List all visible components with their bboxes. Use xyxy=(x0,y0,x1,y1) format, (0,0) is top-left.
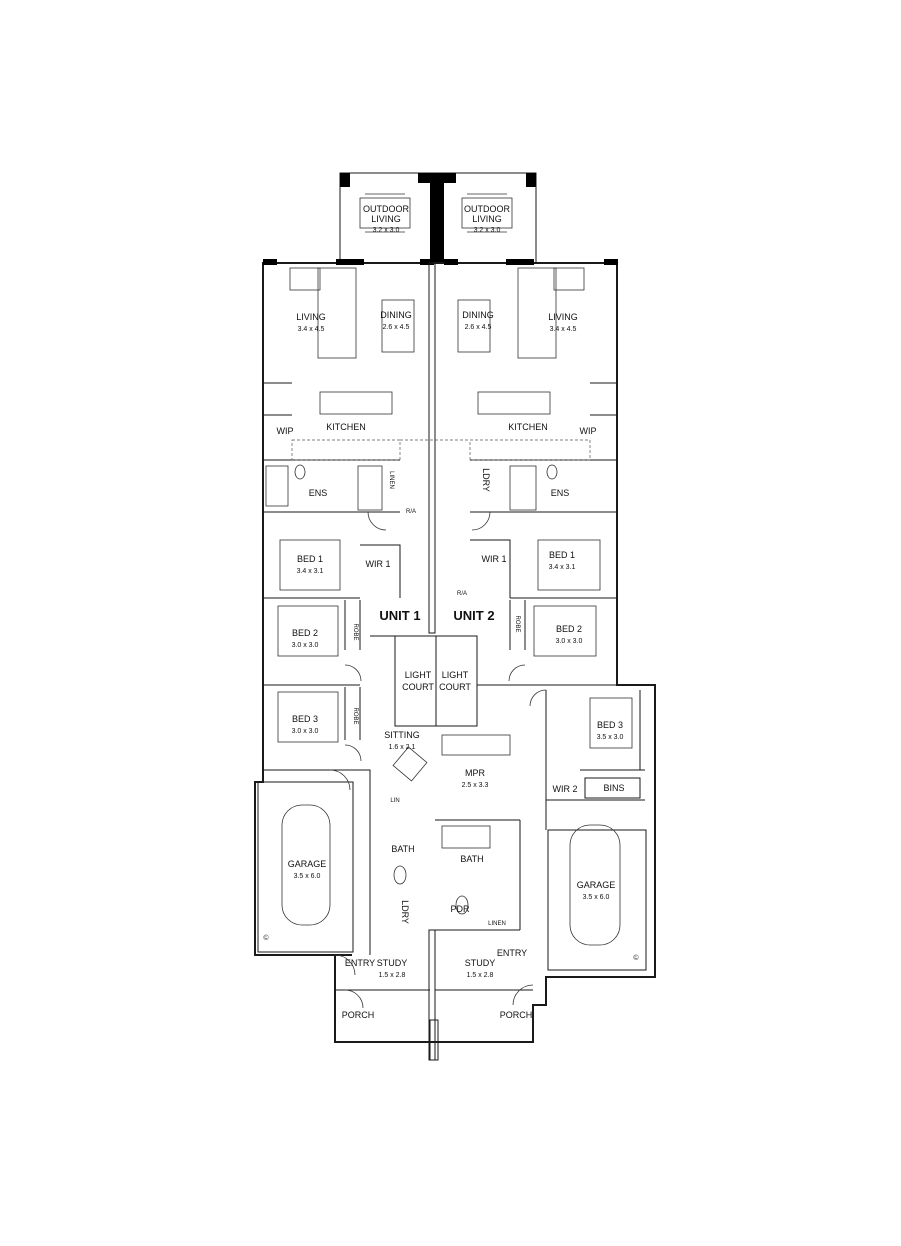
u2-ldry-top-label: LDRY xyxy=(481,468,491,492)
u1-garage-label: GARAGE xyxy=(288,859,327,869)
u2-copyright-mark: © xyxy=(633,954,639,962)
u2-lightcourt-label-a: LIGHT xyxy=(442,670,469,680)
u1-sitting-label: SITTING xyxy=(384,730,420,740)
u1-study-label: STUDY xyxy=(377,958,408,968)
u2-bed3-label: BED 3 xyxy=(597,720,623,730)
light-court xyxy=(370,635,510,727)
u2-bed2-label: BED 2 xyxy=(556,624,582,634)
u2-ra-label: R/A xyxy=(457,591,467,597)
u2-wir1-label: WIR 1 xyxy=(481,554,506,564)
u1-bed3-dim: 3.0 x 3.0 xyxy=(292,728,319,735)
u2-mpr-dim: 2.5 x 3.3 xyxy=(462,782,489,789)
u1-bed1-dim: 3.4 x 3.1 xyxy=(297,568,324,575)
u2-outdoor-label-a: OUTDOOR xyxy=(464,204,510,214)
u1-bed3-label: BED 3 xyxy=(292,714,318,724)
u2-study-dim: 1.5 x 2.8 xyxy=(467,972,494,979)
u2-bed1-dim: 3.4 x 3.1 xyxy=(549,564,576,571)
u1-dining-dim: 2.6 x 4.5 xyxy=(383,324,410,331)
u1-living-dim: 3.4 x 4.5 xyxy=(298,326,325,333)
u1-robe-label-a: ROBE xyxy=(352,623,358,640)
outdoor-living-area xyxy=(339,172,537,264)
u2-lightcourt-label-b: COURT xyxy=(439,682,471,692)
u1-ra-label: R/A xyxy=(406,509,416,515)
u1-study-dim: 1.5 x 2.8 xyxy=(379,972,406,979)
u1-bed2-dim: 3.0 x 3.0 xyxy=(292,642,319,649)
u1-entry-label: ENTRY xyxy=(345,958,375,968)
u1-garage-dim: 3.5 x 6.0 xyxy=(294,873,321,880)
u2-bed2-dim: 3.0 x 3.0 xyxy=(556,638,583,645)
u1-linen-top-label: LINEN xyxy=(388,471,394,489)
unit-2-label: UNIT 2 xyxy=(453,608,494,623)
u2-bins-label: BINS xyxy=(603,783,624,793)
u1-ldry-label: LDRY xyxy=(400,900,410,924)
u2-kitchen-label: KITCHEN xyxy=(508,422,548,432)
u1-outdoor-dim: 3.2 x 3.0 xyxy=(373,227,400,234)
unit-1-label: UNIT 1 xyxy=(379,608,420,623)
u1-kitchen-label: KITCHEN xyxy=(326,422,366,432)
u2-linen-label: LINEN xyxy=(488,921,506,927)
u2-wir2-label: WIR 2 xyxy=(552,784,577,794)
u2-bed1-label: BED 1 xyxy=(549,550,575,560)
u2-robe-label: ROBE xyxy=(514,615,520,632)
unit-2-walls xyxy=(432,259,656,1043)
u2-pdr-label: PDR xyxy=(450,904,470,914)
u2-living-label: LIVING xyxy=(548,312,578,322)
u2-wip-label: WIP xyxy=(580,426,597,436)
u1-copyright-mark: © xyxy=(263,934,269,942)
u1-lightcourt-label-a: LIGHT xyxy=(405,670,432,680)
u2-dining-label: DINING xyxy=(462,310,494,320)
u2-bed3-dim: 3.5 x 3.0 xyxy=(597,734,624,741)
u1-bed1-label: BED 1 xyxy=(297,554,323,564)
u1-sitting-dim: 1.6 x 2.1 xyxy=(389,744,416,751)
u1-robe-label-b: ROBE xyxy=(352,707,358,724)
unit-1-walls xyxy=(254,259,436,1061)
u2-living-dim: 3.4 x 4.5 xyxy=(550,326,577,333)
room-labels: OUTDOOR LIVING 3.2 x 3.0 OUTDOOR LIVING … xyxy=(263,204,639,1020)
u2-study-label: STUDY xyxy=(465,958,496,968)
u1-outdoor-label-b: LIVING xyxy=(371,214,401,224)
u1-wip-label: WIP xyxy=(277,426,294,436)
u2-outdoor-dim: 3.2 x 3.0 xyxy=(474,227,501,234)
u1-lin-label: LIN xyxy=(390,798,399,804)
furniture xyxy=(257,267,647,1009)
u2-bath-label: BATH xyxy=(460,854,483,864)
u1-bath-label: BATH xyxy=(391,844,414,854)
u1-wir1-label: WIR 1 xyxy=(365,559,390,569)
u2-garage-label: GARAGE xyxy=(577,880,616,890)
u2-entry-label: ENTRY xyxy=(497,948,527,958)
front-divider-post xyxy=(429,1019,439,1061)
u2-porch-label: PORCH xyxy=(500,1010,533,1020)
u2-outdoor-label-b: LIVING xyxy=(472,214,502,224)
u1-ens-label: ENS xyxy=(309,488,328,498)
u2-mpr-label: MPR xyxy=(465,768,486,778)
u2-garage-dim: 3.5 x 6.0 xyxy=(583,894,610,901)
u1-dining-label: DINING xyxy=(380,310,412,320)
u1-porch-label: PORCH xyxy=(342,1010,375,1020)
u2-dining-dim: 2.6 x 4.5 xyxy=(465,324,492,331)
u2-ens-label: ENS xyxy=(551,488,570,498)
u1-bed2-label: BED 2 xyxy=(292,628,318,638)
u1-outdoor-label-a: OUTDOOR xyxy=(363,204,409,214)
u1-lightcourt-label-b: COURT xyxy=(402,682,434,692)
u1-living-label: LIVING xyxy=(296,312,326,322)
